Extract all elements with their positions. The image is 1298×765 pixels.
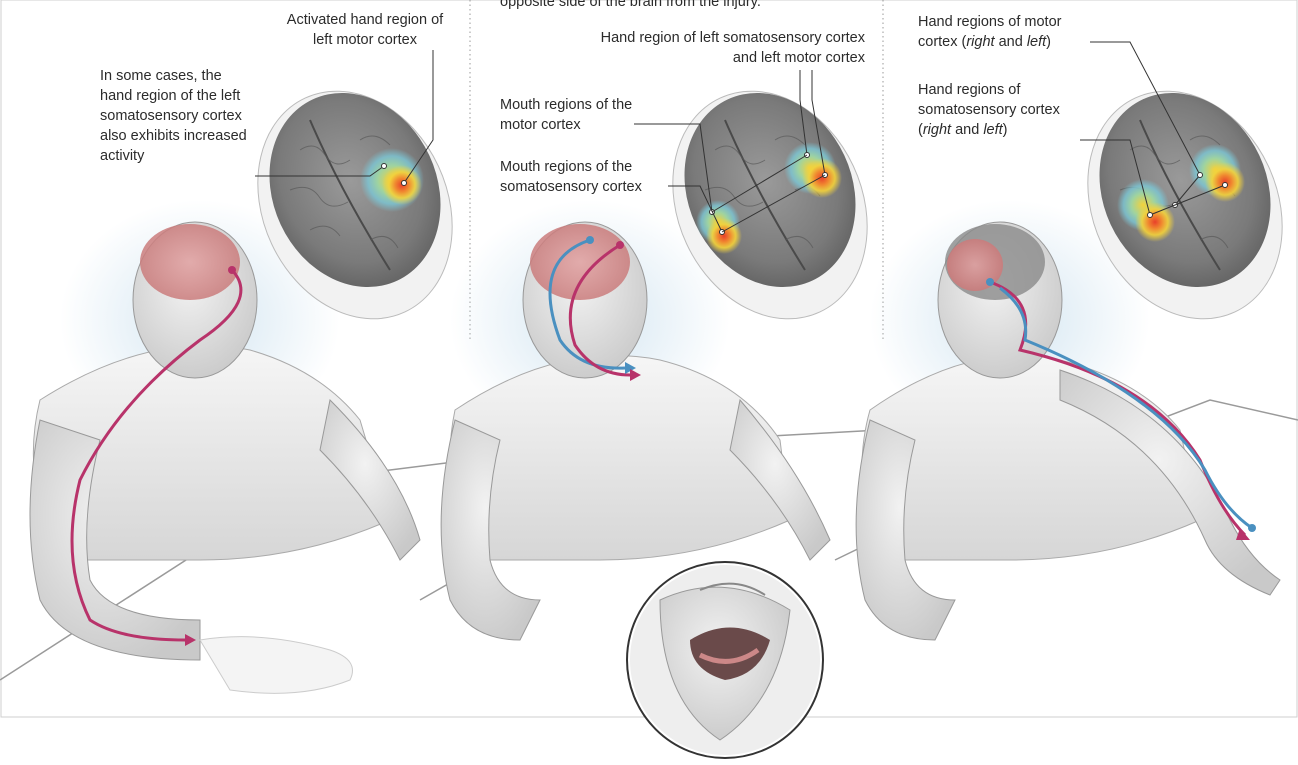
somato-left: left bbox=[983, 122, 1002, 138]
label-somatosensory-increased-activity: In some cases, the hand region of the le… bbox=[100, 66, 255, 166]
somato-and: and bbox=[951, 122, 983, 138]
motor-and: and bbox=[995, 34, 1027, 50]
label-mouth-motor-cortex: Mouth regions of the motor cortex bbox=[500, 95, 640, 135]
motor-right: right bbox=[966, 34, 994, 50]
label-activated-hand-region: Activated hand region of left motor cort… bbox=[280, 10, 450, 50]
somato-close: ) bbox=[1003, 122, 1008, 138]
motor-left: left bbox=[1027, 34, 1046, 50]
label-mouth-somatosensory-cortex: Mouth regions of the somatosensory corte… bbox=[500, 157, 670, 197]
label-hand-regions-motor-cortex: Hand regions of motor cortex (right and … bbox=[918, 12, 1098, 52]
motor-close: ) bbox=[1046, 34, 1051, 50]
label-intro-fragment: opposite side of the brain from the inju… bbox=[500, 0, 830, 12]
mouth-inset bbox=[627, 562, 823, 758]
label-hand-region-left-cortex: Hand region of left somatosensory cortex… bbox=[575, 28, 865, 68]
label-hand-regions-somatosensory-cortex: Hand regions of somatosensory cortex (ri… bbox=[918, 80, 1093, 140]
somato-right: right bbox=[923, 122, 951, 138]
